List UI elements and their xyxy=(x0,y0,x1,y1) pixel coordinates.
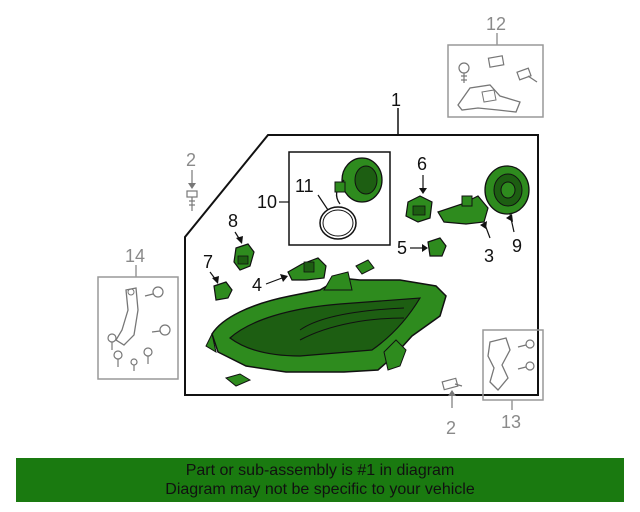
callout-5: 5 xyxy=(397,238,407,258)
bolt-icon xyxy=(441,377,463,391)
screw-icon xyxy=(517,339,535,371)
callout-10: 10 xyxy=(257,192,277,212)
callout-12: 12 xyxy=(486,14,506,34)
part-4-bulb: 4 xyxy=(252,257,327,295)
callout-14: 14 xyxy=(125,246,145,266)
callout-11: 11 xyxy=(295,176,314,196)
callout-2-top: 2 xyxy=(186,150,196,170)
callout-13: 13 xyxy=(501,412,521,432)
part-5-bulb: 5 xyxy=(397,237,447,258)
banner-line-2: Diagram may not be specific to your vehi… xyxy=(165,481,475,498)
bolt-icon xyxy=(516,67,538,83)
bracket-icon xyxy=(457,84,521,113)
callout-4: 4 xyxy=(252,275,262,295)
clip-icon xyxy=(487,55,505,68)
part-14-box: 14 xyxy=(97,246,179,380)
part-6-bulb: 6 xyxy=(405,154,433,223)
callout-2-bottom: 2 xyxy=(446,418,456,438)
callout-6: 6 xyxy=(417,154,427,174)
clip-icon xyxy=(355,259,375,275)
info-banner: Part or sub-assembly is #1 in diagram Di… xyxy=(16,458,624,502)
part-12-box: 12 xyxy=(447,14,544,118)
callout-7: 7 xyxy=(203,252,213,272)
screw-icon xyxy=(151,324,171,336)
part-8-bulb: 8 xyxy=(228,211,255,271)
part-9-cap: 9 xyxy=(484,165,530,256)
assembly-1-outline: 1 xyxy=(184,90,539,396)
banner-line-1: Part or sub-assembly is #1 in diagram xyxy=(185,462,455,479)
callout-9: 9 xyxy=(512,236,522,256)
part-2-bolt-top: 2 xyxy=(186,150,198,211)
callout-1: 1 xyxy=(391,90,401,110)
bulb-icon xyxy=(427,237,447,257)
bracket-icon xyxy=(115,287,139,346)
part-13-box: 13 xyxy=(482,329,544,432)
bolt-icon xyxy=(186,190,198,211)
parts-diagram: 1 12 14 xyxy=(97,14,544,438)
o-ring-icon xyxy=(319,206,357,240)
screw-icon xyxy=(144,286,164,298)
screw-icon xyxy=(107,333,153,371)
part-7-bulb: 7 xyxy=(203,252,233,301)
callout-3: 3 xyxy=(484,246,494,266)
callout-8: 8 xyxy=(228,211,238,231)
screw-icon xyxy=(458,62,470,83)
bulb-icon xyxy=(213,281,233,301)
bracket-icon xyxy=(487,337,511,391)
part-10-box: 10 11 xyxy=(257,151,391,246)
part-2-bolt-bottom: 2 xyxy=(441,377,463,438)
clip-icon xyxy=(224,373,252,387)
part-3-bulb: 3 xyxy=(437,195,494,266)
headlight-housing xyxy=(205,271,447,373)
